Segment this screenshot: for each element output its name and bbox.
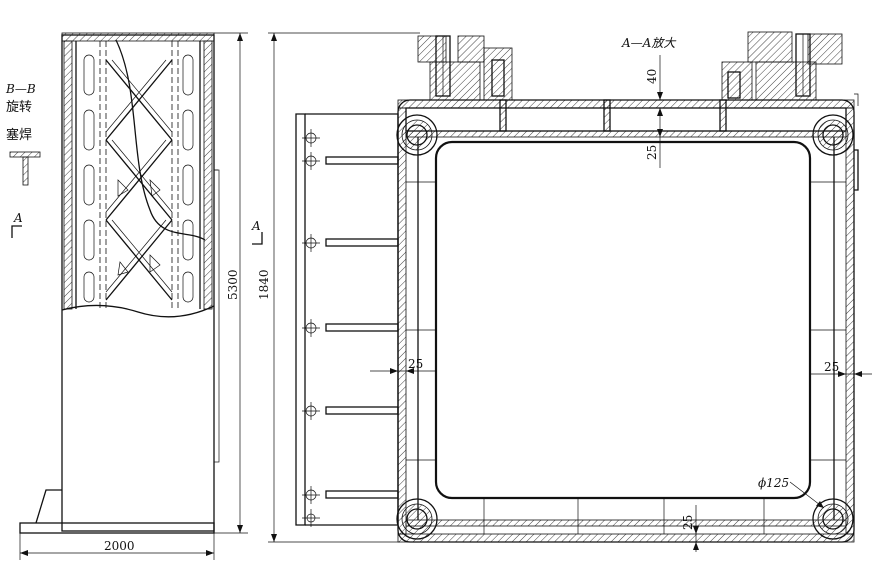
section-bb-rotate-label: 旋转 xyxy=(6,100,32,115)
dim-25-left-text: 25 xyxy=(408,357,423,371)
section-bb-label: B—B xyxy=(5,82,36,96)
dimension-25-top: 25 xyxy=(645,108,663,168)
dimension-25-right: 25 xyxy=(810,360,872,377)
dimension-5300: 5300 A xyxy=(214,32,263,534)
top-clamp-left xyxy=(417,35,513,101)
section-bb-callout: B—B 旋转 塞焊 A xyxy=(5,82,41,238)
section-aa-view xyxy=(295,31,859,543)
dim-25-bottom-text: 25 xyxy=(681,515,695,530)
dim-1840-text: 1840 xyxy=(257,269,271,300)
column-elevation-view xyxy=(19,32,220,534)
dim-40-text: 40 xyxy=(645,69,659,84)
dimension-25-left: 25 xyxy=(370,357,436,374)
top-clamp-right xyxy=(721,31,843,101)
view-title: A—A放大 xyxy=(621,36,676,50)
dim-5300-text: 5300 xyxy=(226,269,240,300)
dim-25-right-text: 25 xyxy=(824,360,839,374)
dimension-25-bottom: 25 xyxy=(681,505,699,552)
corner-tubes xyxy=(396,114,854,540)
dim-dia-125-text: ϕ125 xyxy=(758,476,789,490)
dimension-1840: 1840 xyxy=(257,32,420,543)
dimension-dia-125: ϕ125 xyxy=(758,476,825,509)
plug-weld-label: 塞焊 xyxy=(6,127,32,143)
dimension-40: 40 xyxy=(645,55,663,100)
dim-2000-text: 2000 xyxy=(104,539,135,553)
section-mark-a-mid: A xyxy=(251,219,261,233)
section-mark-a-left: A xyxy=(13,211,23,225)
dim-25-top-text: 25 xyxy=(645,145,659,160)
dimension-2000: 2000 xyxy=(19,533,215,560)
